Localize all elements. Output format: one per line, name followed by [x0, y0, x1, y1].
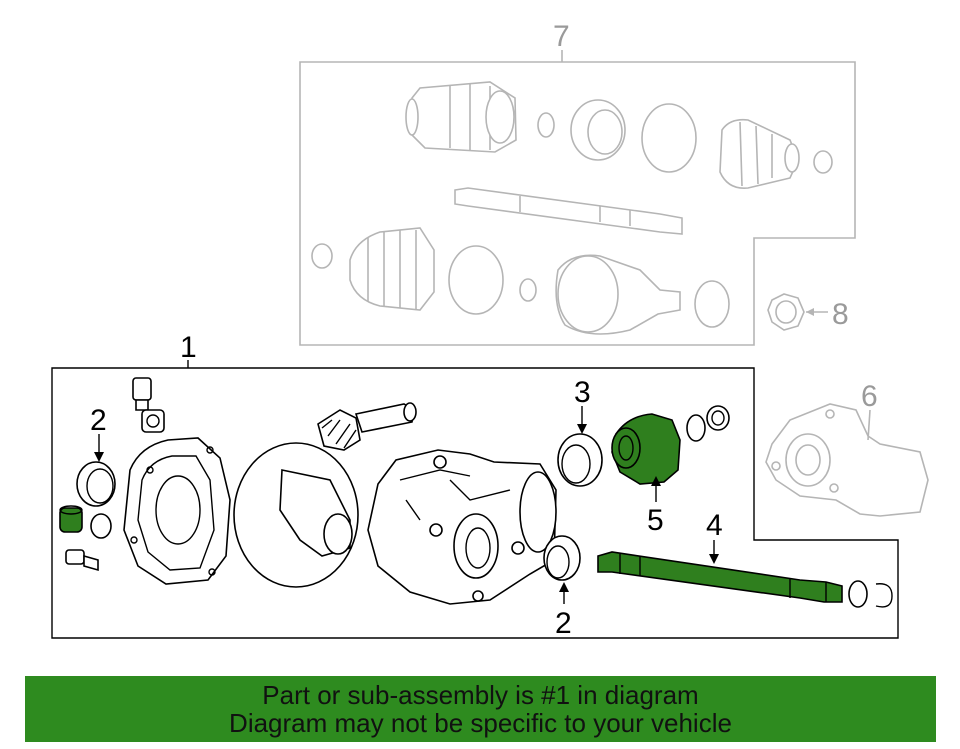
- banner-line-1: Part or sub-assembly is #1 in diagram: [262, 680, 699, 710]
- seal-left: [76, 461, 116, 507]
- seal-5: [706, 405, 730, 431]
- dust-shield-2: [448, 245, 504, 315]
- actuator-5-highlighted: [611, 413, 681, 485]
- bearing-bottom: [543, 535, 581, 581]
- inner-boot: [349, 227, 435, 311]
- differential-case: [367, 449, 557, 605]
- seal-ring: [694, 280, 730, 328]
- housing-6: 6: [765, 380, 929, 517]
- parts-diagram: 7: [51, 20, 929, 640]
- nut-8: 8: [767, 293, 849, 331]
- info-banner: Part or sub-assembly is #1 in diagram Di…: [25, 676, 936, 742]
- callout-7: 7: [553, 20, 570, 53]
- bolt-left: [65, 549, 99, 572]
- callout-1: 1: [180, 331, 197, 364]
- pinion-gear: [317, 402, 417, 451]
- differential-cover: [123, 437, 231, 585]
- group-7-frame: [299, 61, 856, 346]
- bearing-3: [557, 433, 603, 487]
- callout-8: 8: [832, 298, 849, 331]
- o-ring-left: [90, 513, 112, 539]
- intermediate-shaft-4-highlighted: [597, 551, 843, 603]
- snap-ring: [537, 112, 555, 138]
- snap-ring-4: [848, 580, 868, 608]
- callout-6: 6: [861, 380, 878, 413]
- callout-3: 3: [574, 376, 591, 409]
- plug-highlighted: [59, 505, 83, 533]
- dust-shield: [641, 103, 697, 173]
- callout-2-bottom: 2: [555, 607, 572, 640]
- nut-top: [141, 409, 165, 433]
- group-1-frame: [51, 367, 899, 639]
- callout-5: 5: [647, 504, 664, 537]
- boot-clamp-2: [311, 243, 333, 269]
- bolt-top: [132, 377, 152, 411]
- inner-cv-joint: [555, 254, 681, 335]
- callout-4: 4: [706, 509, 723, 542]
- ring-gear: [233, 442, 359, 588]
- half-shaft: [454, 187, 683, 235]
- snap-ring-2: [519, 278, 537, 302]
- outer-boot: [719, 118, 800, 189]
- banner-line-2: Diagram may not be specific to your vehi…: [229, 708, 732, 738]
- inner-race: [570, 99, 626, 161]
- group-1-differential-assembly: 1 2: [51, 331, 899, 640]
- outer-cv-joint: [405, 81, 517, 153]
- o-ring-5: [686, 414, 706, 442]
- boot-clamp: [813, 150, 833, 174]
- callout-2-left: 2: [90, 404, 107, 437]
- group-7-axle-assembly: 7: [299, 20, 856, 346]
- clip-4: [875, 583, 893, 608]
